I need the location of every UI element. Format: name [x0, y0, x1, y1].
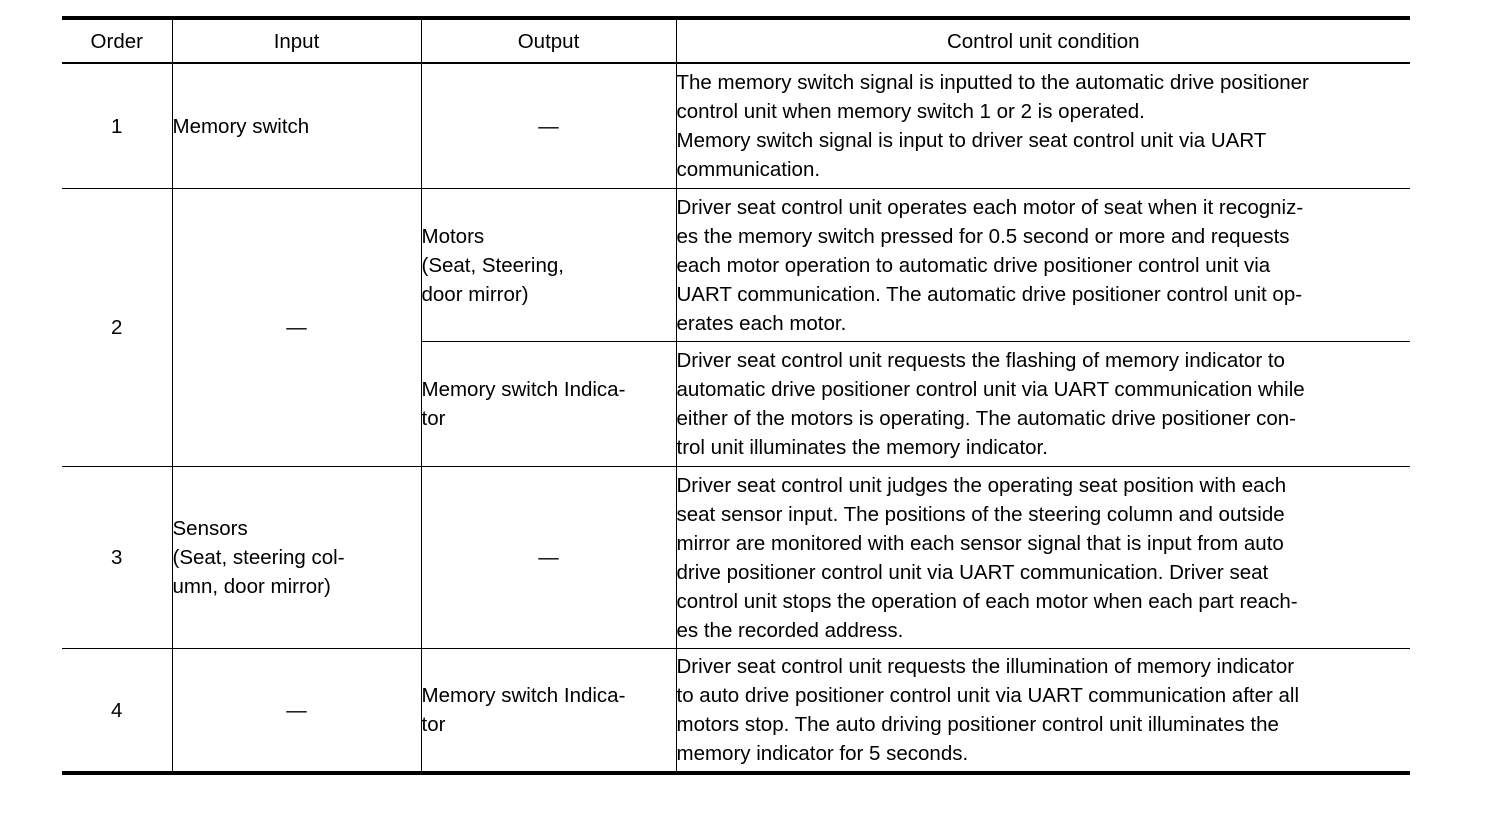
- table-header: Order Input Output Control unit conditio…: [62, 16, 1410, 64]
- table-row: 3 Sensors (Seat, steering col- umn, door…: [62, 466, 1410, 649]
- condition-cell: Driver seat control unit judges the oper…: [675, 466, 1410, 649]
- condition-cell: Driver seat control unit operates each m…: [675, 188, 1410, 342]
- output-cell: —: [420, 466, 677, 649]
- table-row: 1 Memory switch — The memory switch sign…: [62, 63, 1410, 189]
- header-input: Input: [171, 16, 422, 64]
- table-row: 4 — Memory switch Indica- tor Driver sea…: [62, 648, 1410, 775]
- control-sequence-table: Order Input Output Control unit conditio…: [62, 16, 1410, 775]
- condition-cell: The memory switch signal is inputted to …: [675, 63, 1410, 189]
- output-cell: Memory switch Indica- tor: [420, 341, 677, 467]
- output-cell: Motors (Seat, Steering, door mirror): [420, 188, 677, 342]
- header-condition: Control unit condition: [675, 16, 1410, 64]
- output-cell: —: [420, 63, 677, 189]
- table-row: 2 — Motors (Seat, Steering, door mirror)…: [62, 188, 1410, 467]
- order-cell: 3: [62, 466, 173, 649]
- order-cell: 4: [62, 648, 173, 775]
- input-cell: —: [171, 188, 422, 467]
- order-cell: 2: [62, 188, 173, 467]
- header-row: Order Input Output Control unit conditio…: [62, 16, 1410, 64]
- table-row: Memory switch Indica- tor Driver seat co…: [62, 341, 1410, 467]
- input-cell: Memory switch: [171, 63, 422, 189]
- header-output: Output: [420, 16, 677, 64]
- table-body: 1 Memory switch — The memory switch sign…: [62, 63, 1410, 775]
- output-cell: Memory switch Indica- tor: [420, 648, 677, 775]
- order-cell: 1: [62, 63, 173, 189]
- header-order: Order: [62, 16, 173, 64]
- input-cell: —: [171, 648, 422, 775]
- condition-cell: Driver seat control unit requests the il…: [675, 648, 1410, 775]
- condition-cell: Driver seat control unit requests the fl…: [675, 341, 1410, 467]
- input-cell: Sensors (Seat, steering col- umn, door m…: [171, 466, 422, 649]
